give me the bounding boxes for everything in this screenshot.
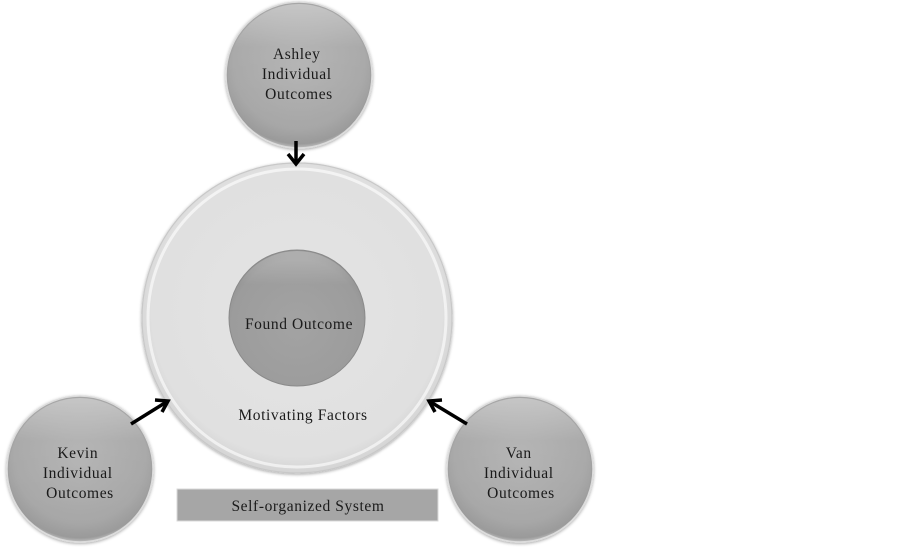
found-outcome-circle <box>228 249 366 387</box>
svg-text:Ashley Individual: Ashley Individual Outcomes <box>262 46 336 103</box>
arrow-ashley-to-center <box>286 141 306 167</box>
ashley-outcomes-node: Ashley Individual Outcomes <box>225 1 373 149</box>
van-name-line: Van <box>506 445 532 462</box>
motivating-factors-label: Motivating Factors <box>238 407 367 424</box>
van-outcomes-node: Van Individual Outcomes <box>446 395 594 543</box>
ashley-line-2: Individual <box>262 66 332 83</box>
ashley-name-line: Ashley <box>273 46 321 63</box>
self-organized-system-label: Self-organized System <box>231 498 384 515</box>
kevin-outcomes-node: Kevin Individual Outcomes <box>6 395 154 543</box>
van-line-3: Outcomes <box>487 485 555 502</box>
found-outcome-label: Found Outcome <box>245 316 353 333</box>
self-organized-system-bar: Self-organized System <box>176 488 439 522</box>
kevin-line-3: Outcomes <box>46 485 114 502</box>
svg-text:Kevin Individual O: Kevin Individual Outcomes <box>43 445 117 502</box>
van-line-2: Individual <box>484 465 554 482</box>
svg-text:Van Individual Out: Van Individual Outcomes <box>484 445 558 502</box>
arrow-kevin-to-center <box>130 398 171 426</box>
kevin-line-2: Individual <box>43 465 113 482</box>
arrow-van-to-center <box>426 398 468 426</box>
kevin-name-line: Kevin <box>57 445 98 462</box>
ashley-line-3: Outcomes <box>265 86 333 103</box>
